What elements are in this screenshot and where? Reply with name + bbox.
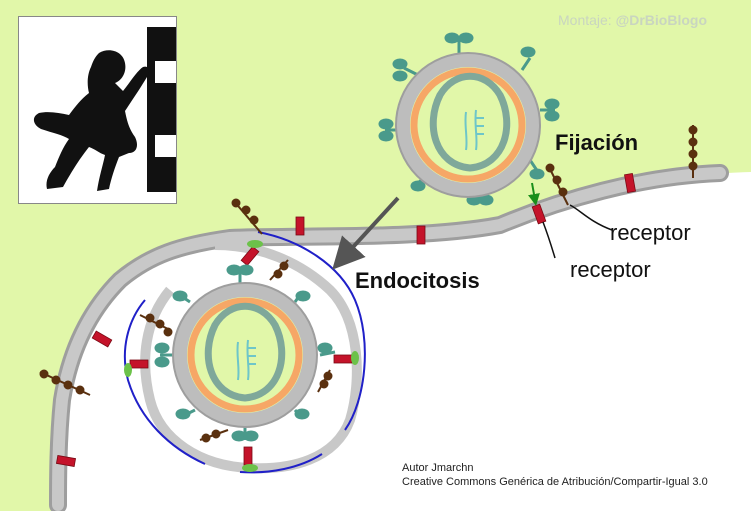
- vesicle-coat-line: [123, 231, 366, 474]
- cell-membrane: [52, 167, 726, 511]
- montaje-handle: @DrBioBlogo: [615, 12, 708, 28]
- receptor-label-2: receptor: [570, 257, 651, 282]
- virus-free: [378, 32, 560, 206]
- receptor-label-1: receptor: [610, 220, 691, 245]
- receptor-leader-2: [542, 221, 556, 259]
- virus-spikes-top: [378, 32, 560, 206]
- montaje-prefix: Montaje:: [558, 12, 616, 28]
- montaje-credit: Montaje: @DrBioBlogo: [558, 12, 707, 28]
- glycan-chains: [39, 125, 698, 443]
- membrane-receptors: [55, 172, 636, 467]
- author-credit: Autor Jmarchn: [402, 462, 474, 474]
- virus-spikes-bottom: [154, 264, 336, 442]
- fixation-arrow: [528, 182, 540, 206]
- viral-genome-bottom: [236, 339, 256, 381]
- coat-proteins: [124, 240, 359, 472]
- climber-silhouette-icon: [33, 27, 177, 192]
- receptor-leader-1: [569, 204, 613, 231]
- virus-internalised: [154, 264, 336, 442]
- arrow-icon: [332, 196, 400, 270]
- fixation-label: Fijación: [555, 130, 639, 155]
- license-credit: Creative Commons Genérica de Atribución/…: [402, 476, 708, 488]
- logo-box: [18, 16, 177, 204]
- viral-genome-top: [464, 109, 484, 151]
- endocytosis-label: Endocitosis: [355, 268, 480, 293]
